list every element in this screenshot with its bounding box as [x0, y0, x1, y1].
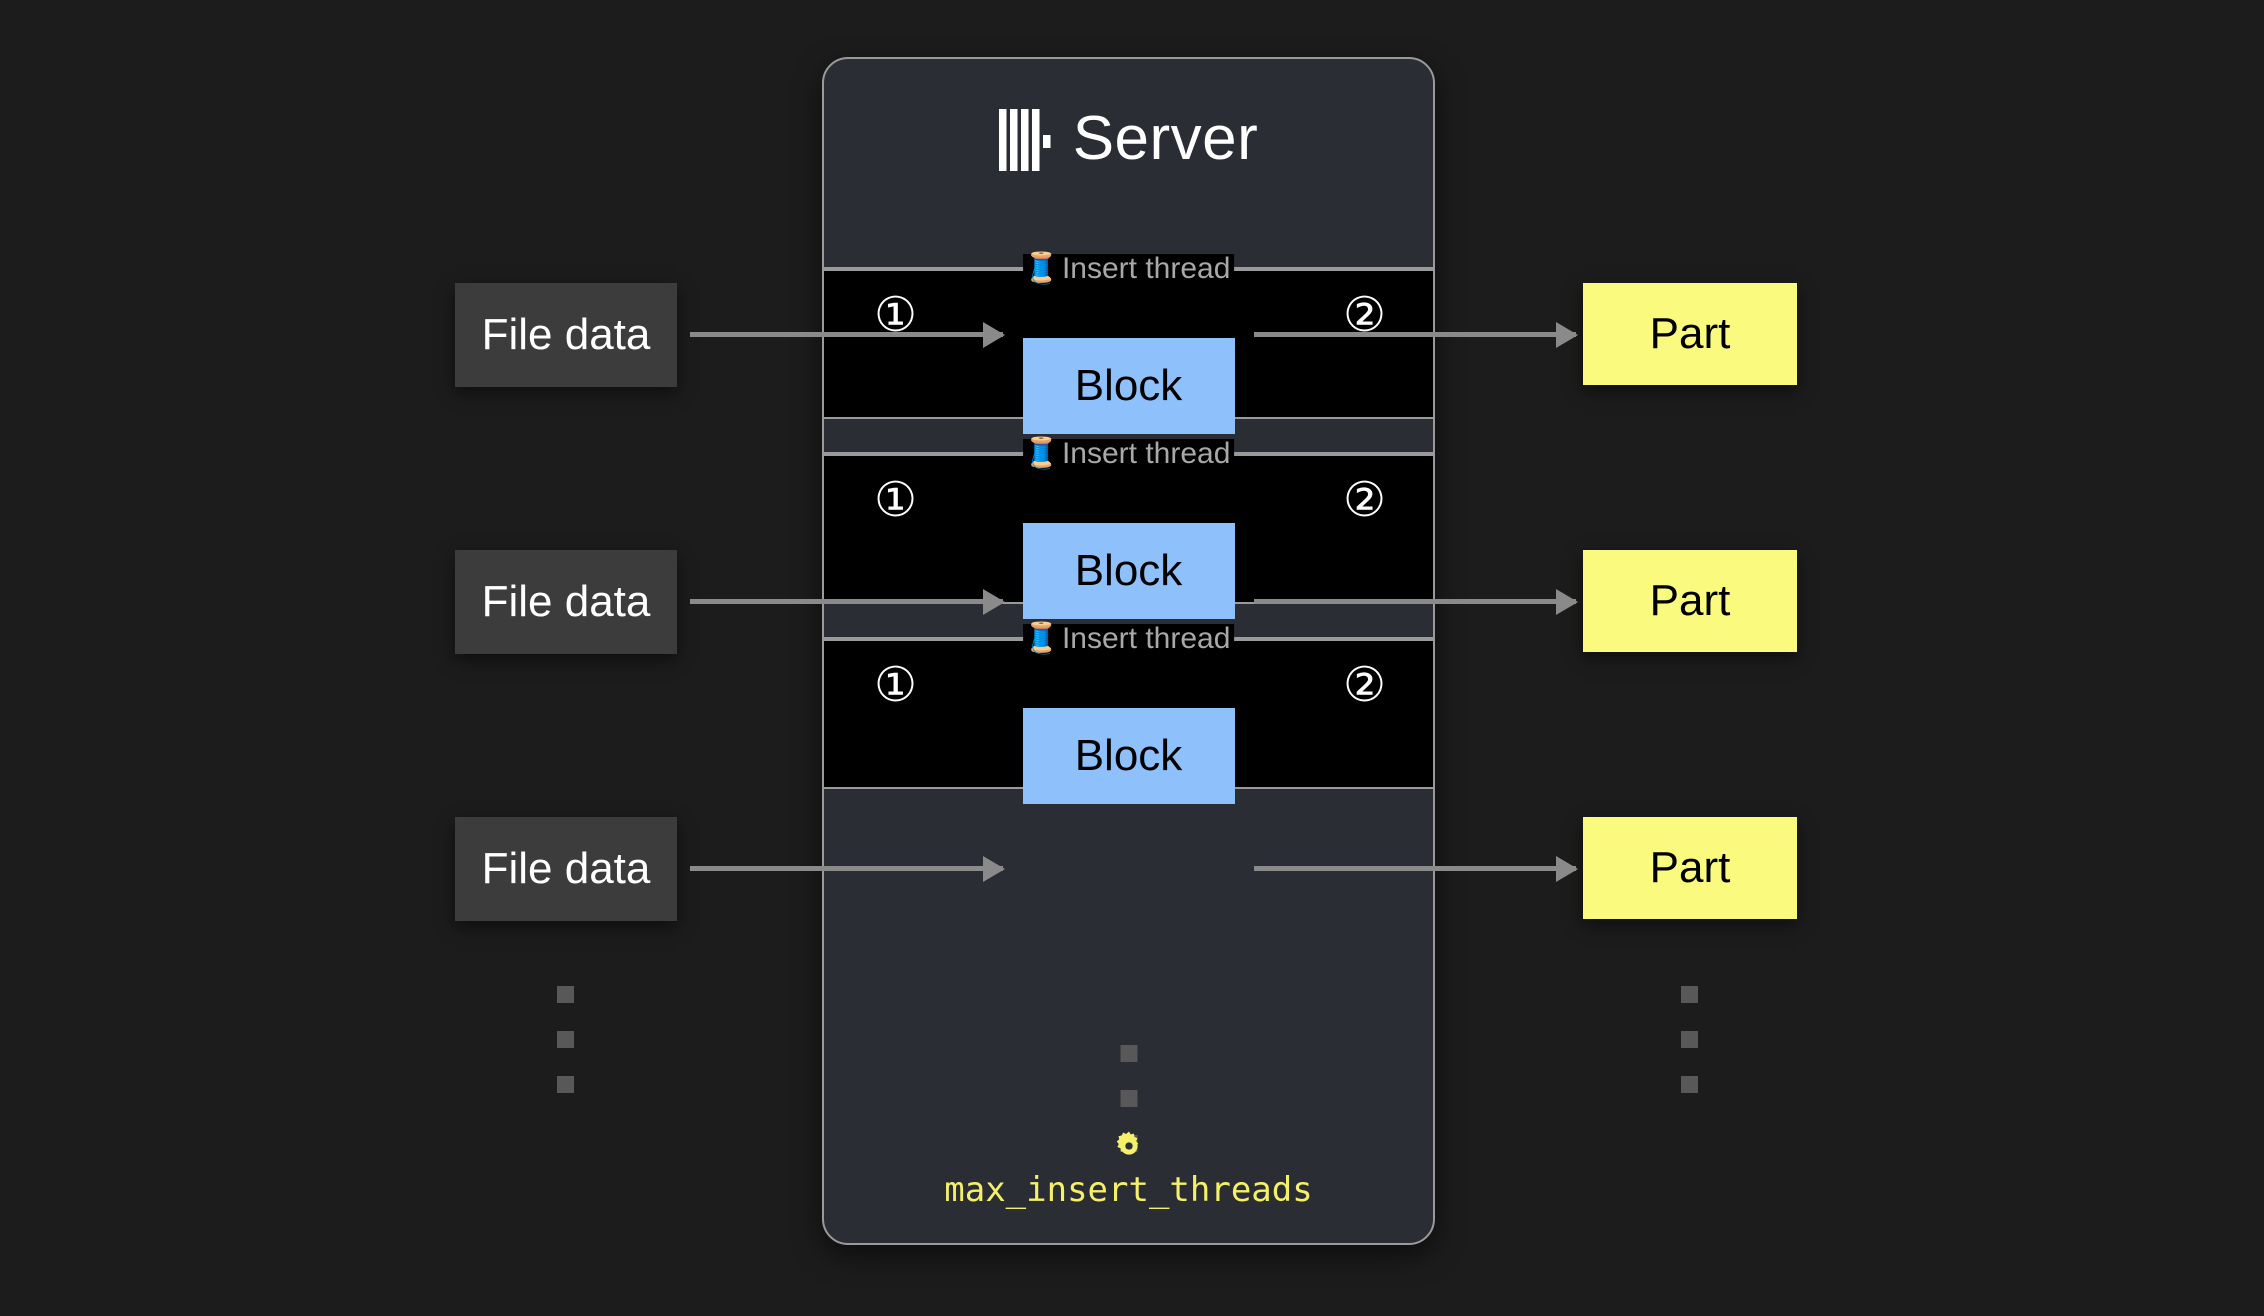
insert-thread-label-1: 🧵 Insert thread	[1022, 252, 1235, 285]
block-label: Block	[1074, 361, 1183, 410]
block-label: Block	[1074, 546, 1183, 595]
part-label: Part	[1649, 576, 1731, 625]
clickhouse-logo-icon	[998, 109, 1051, 171]
block-box-3: Block	[1022, 708, 1235, 804]
ellipsis-dot	[1681, 986, 1698, 1003]
insert-thread-label-2: 🧵 Insert thread	[1022, 437, 1235, 470]
part-box-2: Part	[1583, 550, 1797, 652]
file-data-box-2: File data	[455, 550, 677, 654]
arrow-file-to-block-1	[690, 332, 1003, 337]
thread-spool-icon: 🧵	[1022, 622, 1060, 655]
ellipsis-dot	[1681, 1076, 1698, 1093]
gear-icon	[1116, 1131, 1138, 1155]
part-box-1: Part	[1583, 283, 1797, 385]
ellipsis-left	[557, 986, 574, 1093]
step-marker-in-1: ①	[874, 287, 918, 343]
ellipsis-dot	[1120, 1090, 1137, 1107]
arrow-block-to-part-1	[1254, 332, 1576, 337]
insert-thread-text: Insert thread	[1061, 437, 1231, 470]
max-insert-threads-setting: max_insert_threads	[824, 1129, 1433, 1207]
ellipsis-dot	[557, 986, 574, 1003]
file-data-box-3: File data	[455, 817, 677, 921]
file-data-label: File data	[481, 310, 651, 359]
block-box-2: Block	[1022, 523, 1235, 619]
part-label: Part	[1649, 309, 1731, 358]
step-marker-in-3: ①	[874, 657, 918, 713]
insert-thread-label-3: 🧵 Insert thread	[1022, 622, 1235, 655]
ellipsis-dot	[557, 1076, 574, 1093]
arrow-file-to-block-3	[690, 866, 1003, 871]
part-box-3: Part	[1583, 817, 1797, 919]
file-data-box-1: File data	[455, 283, 677, 387]
step-marker-in-2: ①	[874, 472, 918, 528]
ellipsis-dot	[1120, 1045, 1137, 1062]
arrow-file-to-block-2	[690, 599, 1003, 604]
ellipsis-dot	[557, 1031, 574, 1048]
server-panel: Server 🧵 Insert thread ① ② Block 🧵 Inser…	[822, 57, 1435, 1245]
step-marker-out-3: ②	[1342, 657, 1386, 713]
arrow-block-to-part-3	[1254, 866, 1576, 871]
arrow-block-to-part-2	[1254, 599, 1576, 604]
block-box-1: Block	[1022, 338, 1235, 434]
file-data-label: File data	[481, 577, 651, 626]
setting-name: max_insert_threads	[944, 1170, 1313, 1210]
file-data-label: File data	[481, 844, 651, 893]
step-marker-out-1: ②	[1342, 287, 1386, 343]
server-title: Server	[1072, 104, 1259, 173]
part-label: Part	[1649, 843, 1731, 892]
thread-spool-icon: 🧵	[1022, 252, 1060, 285]
ellipsis-right	[1681, 986, 1698, 1093]
server-header: Server	[824, 59, 1433, 219]
insert-thread-text: Insert thread	[1061, 622, 1231, 655]
ellipsis-dot	[1681, 1031, 1698, 1048]
insert-thread-text: Insert thread	[1061, 252, 1231, 285]
block-label: Block	[1074, 731, 1183, 780]
step-marker-out-2: ②	[1342, 472, 1386, 528]
thread-spool-icon: 🧵	[1022, 437, 1060, 470]
